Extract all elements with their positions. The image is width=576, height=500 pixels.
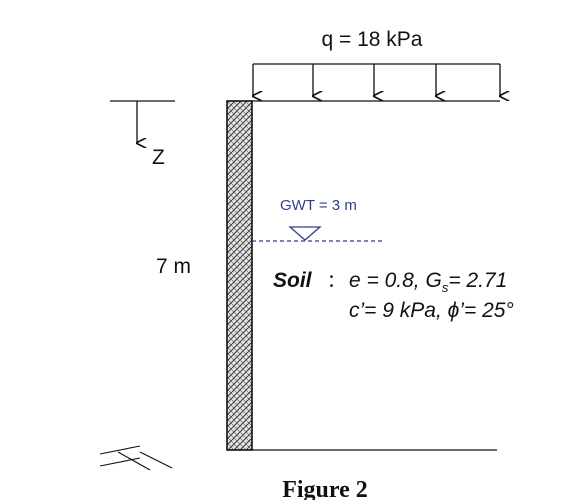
- void-ratio-and-gs: e = 0.8, G: [349, 269, 442, 292]
- groundwater-table: GWT = 3 m: [252, 197, 382, 242]
- depth-axis-label: Z: [152, 146, 165, 169]
- retaining-wall: [226, 100, 253, 451]
- soil-heading: Soil: [273, 269, 313, 292]
- load-label: q = 18 kPa: [322, 28, 423, 51]
- depth-axis: Z: [137, 101, 165, 169]
- gwt-label: GWT = 3 m: [280, 197, 357, 214]
- ground-hatch: [99, 457, 141, 467]
- soil-separator: ：: [327, 271, 345, 291]
- soil-line-2: c’= 9 kPa, ϕ’= 25°: [349, 299, 514, 322]
- gs-subscript: s: [442, 280, 449, 295]
- ground-hatch: [117, 451, 151, 471]
- ground-hatch: [99, 445, 141, 455]
- ground-hatch: [139, 451, 173, 469]
- wall-height-label: 7 m: [156, 255, 191, 278]
- soil-properties: Soil ： e = 0.8, Gs= 2.71 c’= 9 kPa, ϕ’= …: [273, 269, 514, 322]
- figure-caption: Figure 2: [282, 477, 368, 500]
- water-level-symbol: [288, 226, 322, 241]
- surcharge-load: q = 18 kPa: [253, 28, 500, 96]
- soil-line-1: e = 0.8, Gs= 2.71: [349, 269, 507, 295]
- base-ground: [99, 445, 497, 471]
- gs-value: = 2.71: [448, 269, 507, 292]
